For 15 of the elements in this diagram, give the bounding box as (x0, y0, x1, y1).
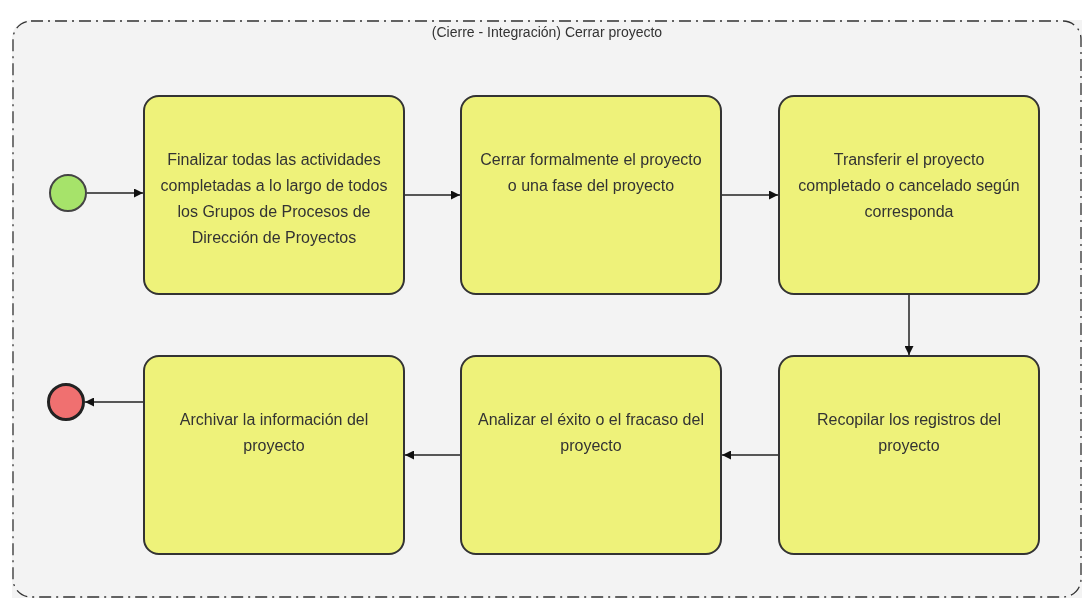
arrow (86, 188, 144, 198)
task-box: Archivar la información del proyecto (143, 355, 405, 555)
arrow (84, 397, 144, 407)
arrow (721, 190, 779, 200)
task-box: Cerrar formalmente el proyecto o una fase del proyecto (460, 95, 722, 295)
task-box: Recopilar los registros del proyecto (778, 355, 1040, 555)
task-box: Transferir el proyecto completado o cancelado según corresponda (778, 95, 1040, 295)
task-box: Analizar el éxito o el fracaso del proyecto (460, 355, 722, 555)
process-group-frame (12, 20, 1082, 598)
arrow (721, 450, 779, 460)
task-box: Finalizar todas las actividades completadas a lo largo de todos los Grupos de Procesos de Dirección de Proyectos (143, 95, 405, 295)
group-title: (Cierre - Integración) Cerrar proyecto (430, 23, 664, 41)
arrow (404, 190, 461, 200)
arrow (404, 450, 461, 460)
arrow (904, 294, 914, 356)
